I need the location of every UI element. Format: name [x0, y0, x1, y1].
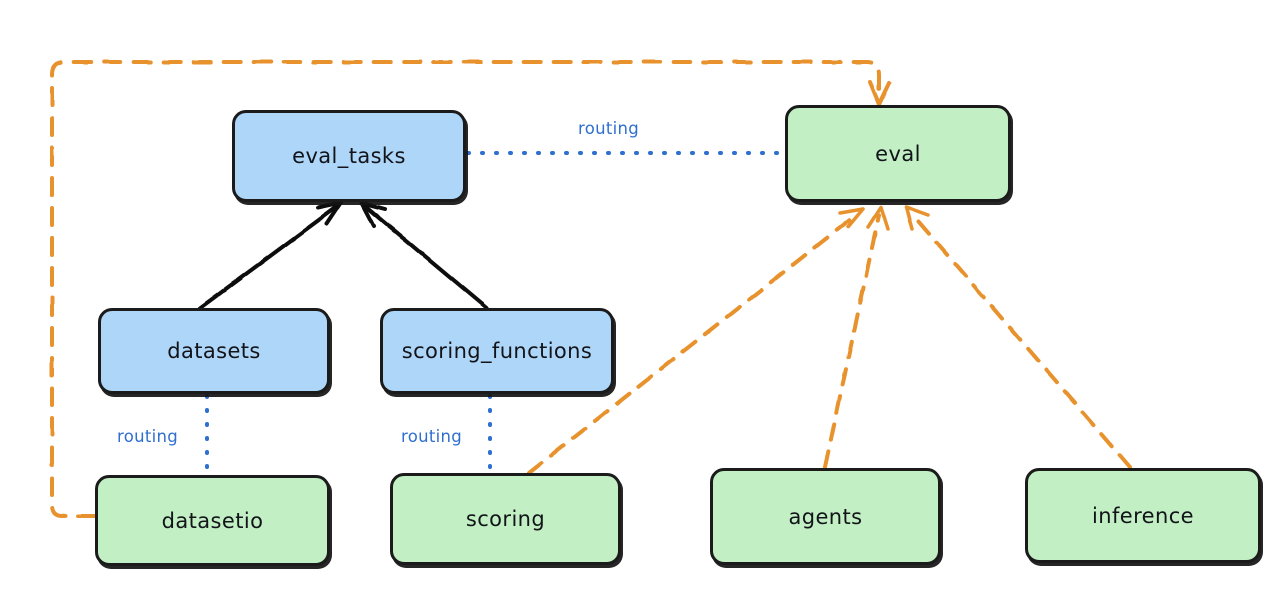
- edge-inference-to-eval: [904, 205, 1132, 469]
- edge-datasetio-to-eval: [50, 60, 891, 518]
- node-scoring[interactable]: scoring: [390, 473, 621, 565]
- edge-datasets-to-eval_tasks: [198, 201, 343, 310]
- node-label-datasets: datasets: [167, 339, 261, 363]
- node-label-scoring: scoring: [465, 507, 546, 531]
- node-eval-tasks[interactable]: eval_tasks: [232, 110, 466, 202]
- edge-label-routing-datasets-datasetio: routing: [117, 427, 179, 446]
- node-label-inference: inference: [1092, 503, 1194, 528]
- node-label-eval-tasks: eval_tasks: [292, 144, 406, 168]
- edge-scoring-to-eval: [527, 207, 865, 475]
- edge-label-routing-scoring-functions-scoring: routing: [401, 427, 463, 446]
- node-agents[interactable]: agents: [710, 468, 941, 565]
- node-label-agents: agents: [788, 504, 863, 529]
- node-label-scoring-functions: scoring_functions: [401, 339, 593, 363]
- edge-agents-to-eval: [823, 205, 890, 469]
- node-datasetio[interactable]: datasetio: [95, 475, 330, 566]
- node-label-datasetio: datasetio: [161, 508, 264, 533]
- node-inference[interactable]: inference: [1025, 468, 1261, 563]
- node-scoring-functions[interactable]: scoring_functions: [380, 308, 614, 394]
- node-eval[interactable]: eval: [785, 105, 1011, 202]
- edge-label-routing-eval-tasks-eval: routing: [578, 119, 640, 138]
- edge-scoring_functions-to-eval_tasks: [360, 201, 489, 310]
- node-label-eval: eval: [875, 141, 921, 166]
- node-datasets[interactable]: datasets: [98, 308, 330, 394]
